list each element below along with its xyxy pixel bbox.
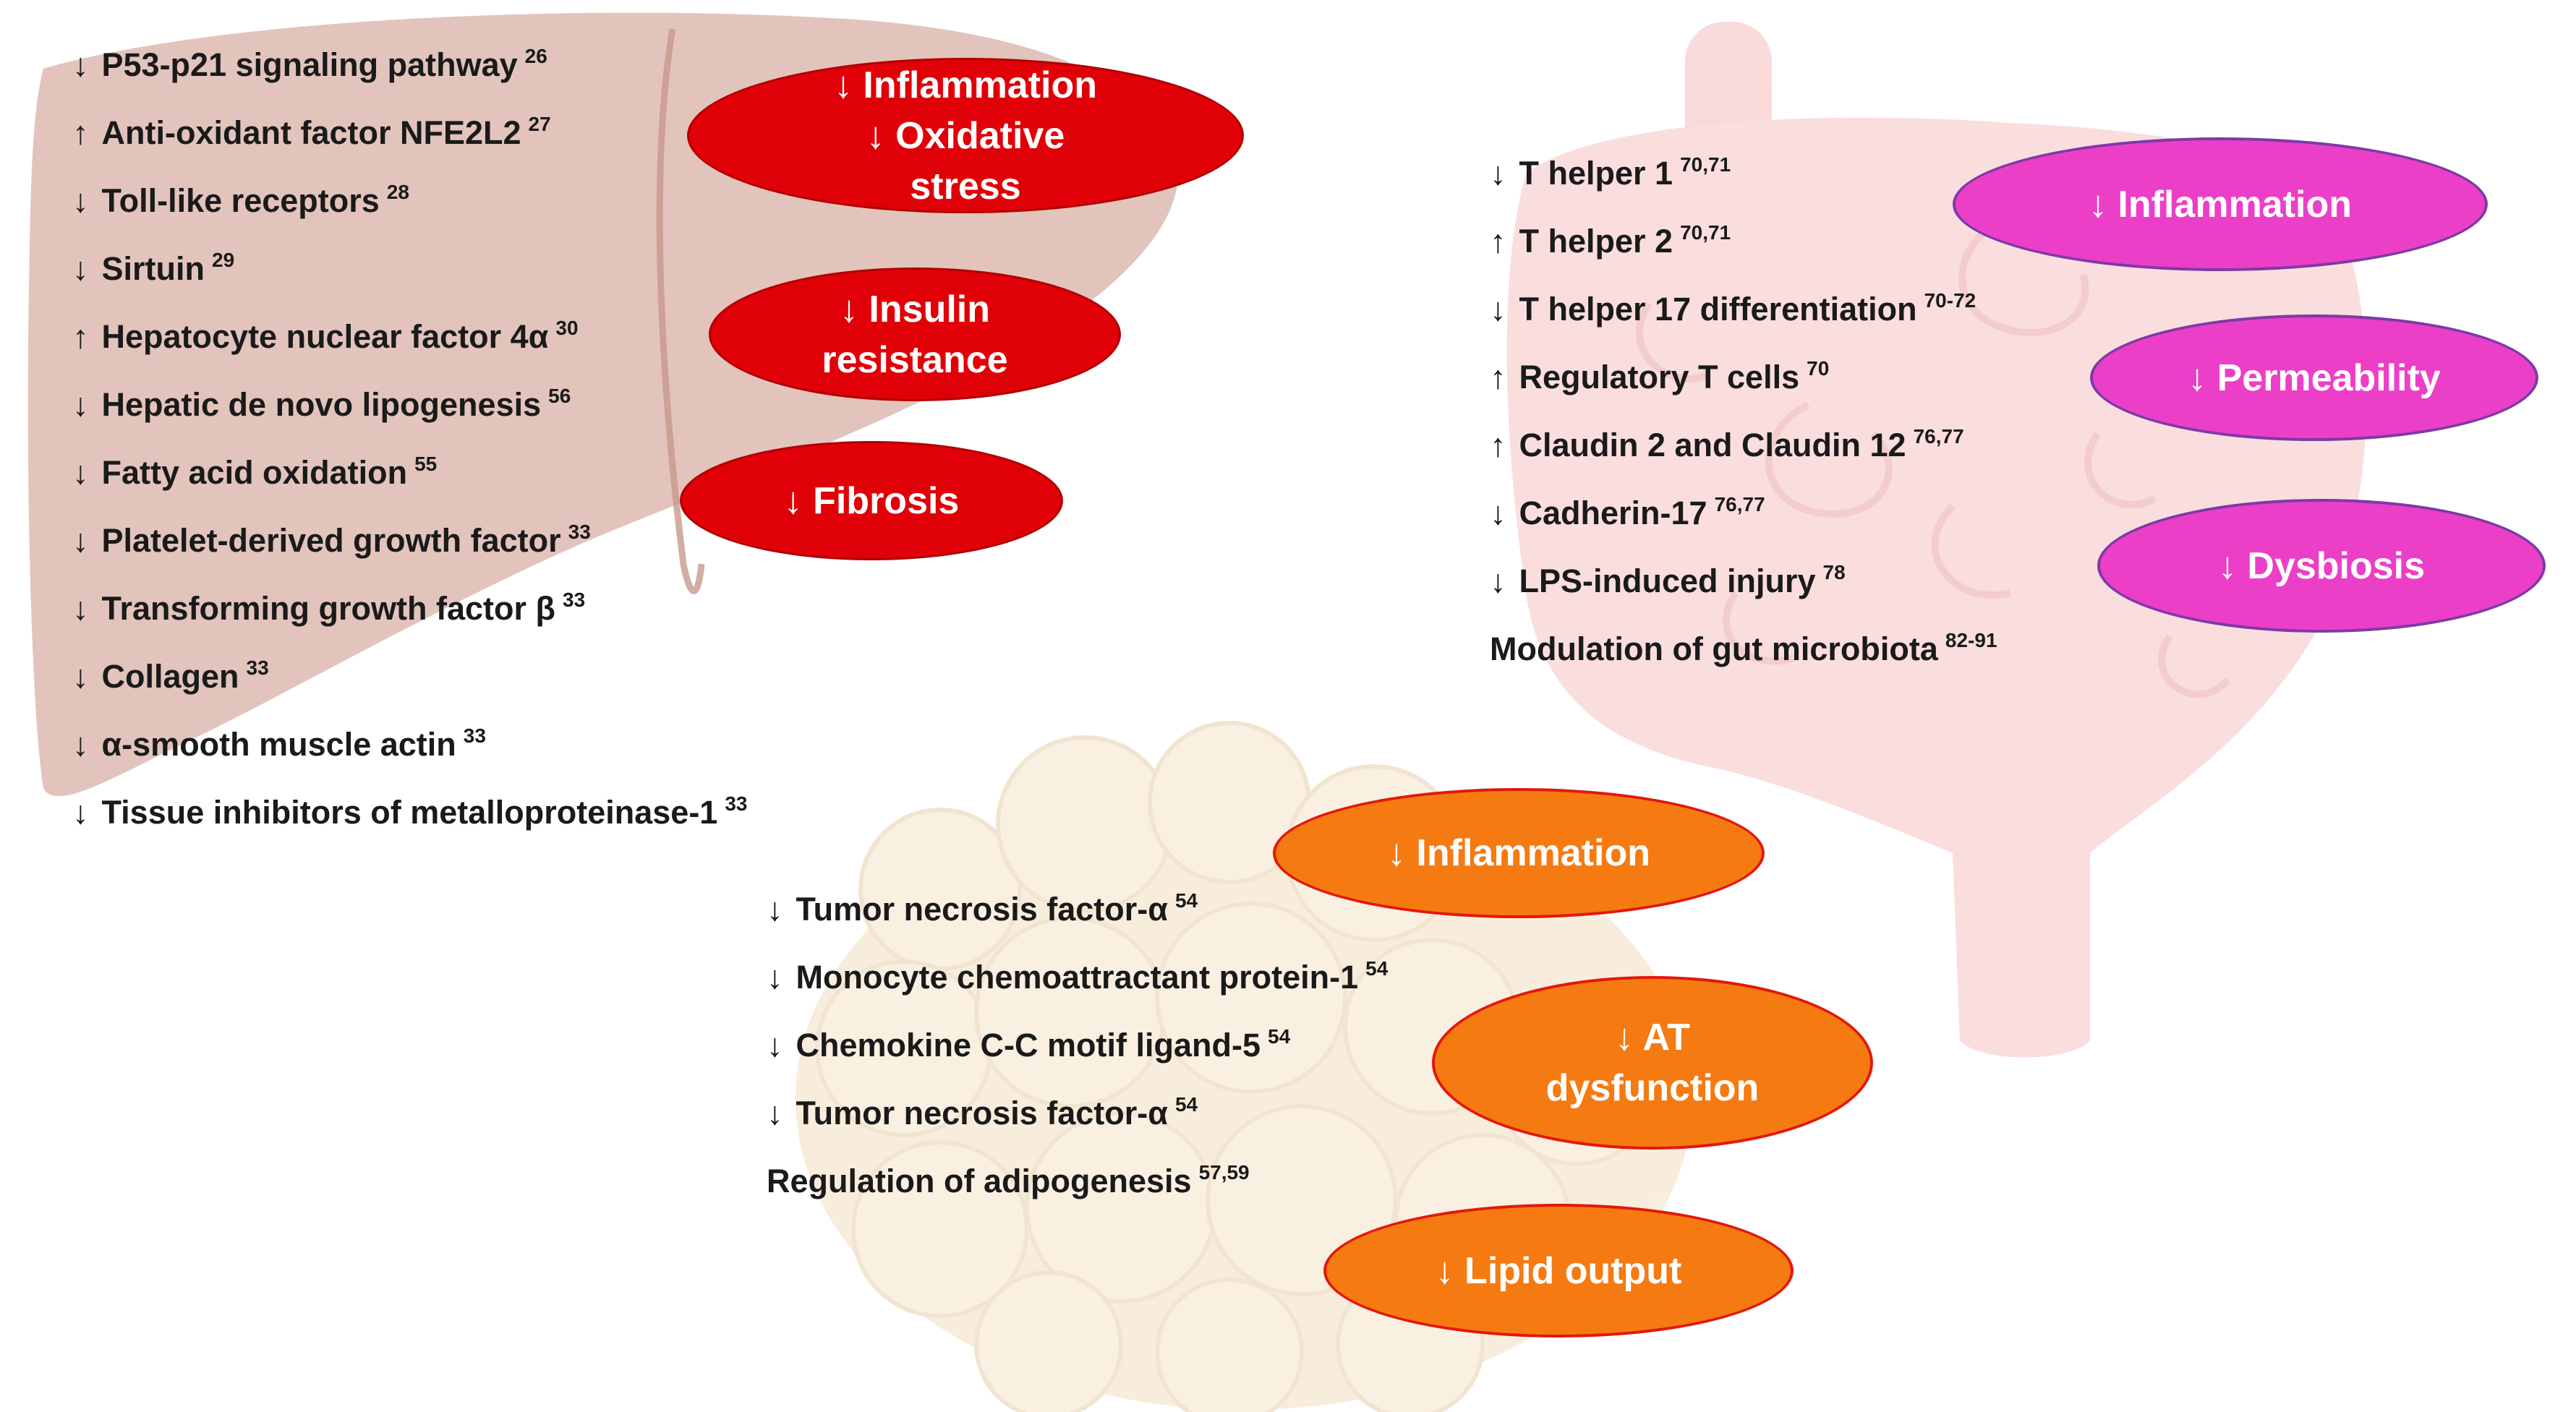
arrow-icon: ↓ xyxy=(1490,291,1506,328)
arrow-icon: ↓ xyxy=(767,1095,783,1131)
arrow-icon: ↓ xyxy=(72,590,89,627)
arrow-icon: ↓ xyxy=(72,522,89,559)
list-item: ↓Tissue inhibitors of metalloproteinase-… xyxy=(72,792,748,831)
adipose-effect-inflammation: ↓ Inflammation xyxy=(1273,788,1765,918)
arrow-icon: ↓ xyxy=(72,386,89,423)
gut-effect-permeability: ↓ Permeability xyxy=(2090,315,2538,441)
liver-effect-fibrosis: ↓ Fibrosis xyxy=(680,441,1063,560)
arrow-icon: ↓ xyxy=(767,891,783,928)
arrow-icon: ↓ xyxy=(72,726,89,763)
gut-effect-inflammation: ↓ Inflammation xyxy=(1953,137,2488,271)
arrow-icon: ↓ xyxy=(72,658,89,695)
arrow-icon: ↑ xyxy=(72,318,89,355)
arrow-icon: ↑ xyxy=(72,114,89,151)
gut-effect-dysbiosis: ↓ Dysbiosis xyxy=(2097,499,2546,633)
liver-effect-inflammation-oxidative: ↓ Inflammation ↓ Oxidative stress xyxy=(687,58,1244,213)
adipose-effect-at-dysfunction: ↓ AT dysfunction xyxy=(1432,976,1873,1150)
arrow-icon: ↓ xyxy=(72,794,89,831)
arrow-icon: ↓ xyxy=(1490,155,1506,192)
arrow-icon: ↑ xyxy=(1490,223,1506,260)
arrow-icon: ↓ xyxy=(1490,562,1506,599)
arrow-icon: ↓ xyxy=(767,959,783,996)
arrow-icon: ↓ xyxy=(72,250,89,287)
arrow-icon: ↓ xyxy=(72,46,89,83)
arrow-icon: ↑ xyxy=(1490,427,1506,463)
adipose-effect-lipid-output: ↓ Lipid output xyxy=(1323,1204,1794,1338)
liver-effect-insulin: ↓ Insulin resistance xyxy=(709,268,1121,401)
arrow-icon: ↓ xyxy=(72,454,89,491)
arrow-icon: ↓ xyxy=(72,182,89,219)
arrow-icon: ↓ xyxy=(767,1027,783,1064)
arrow-icon: ↓ xyxy=(1490,495,1506,531)
arrow-icon: ↑ xyxy=(1490,359,1506,395)
